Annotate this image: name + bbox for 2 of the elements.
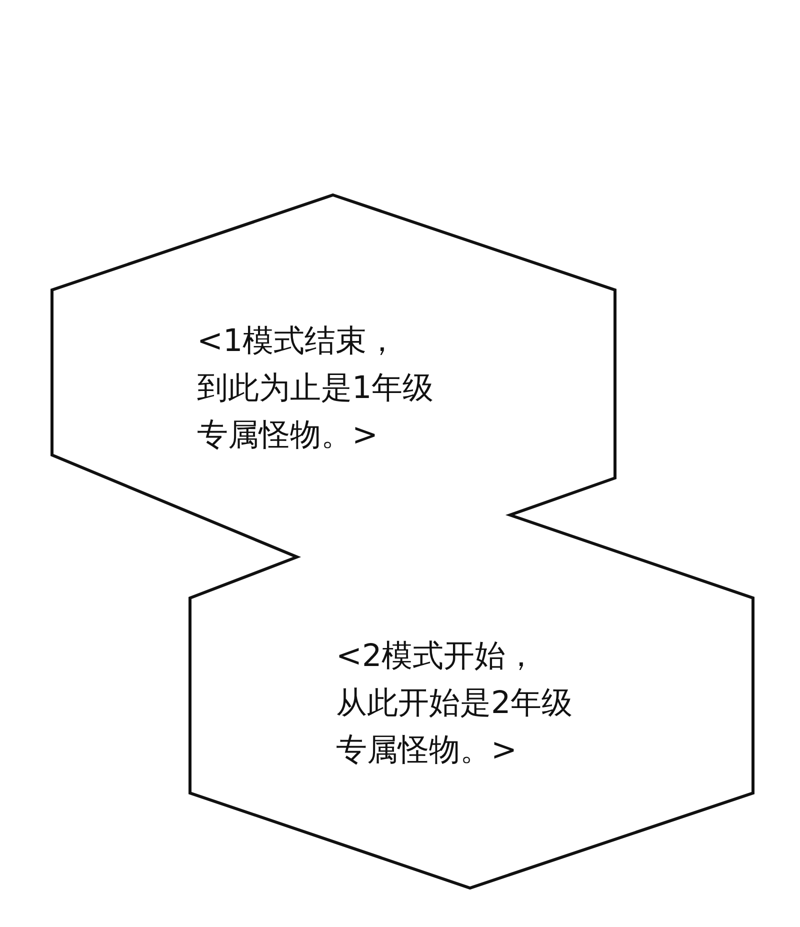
bubble-text: <1模式结束，到此为止是1年级专属怪物。> (197, 322, 434, 455)
bubble-text: <2模式开始，从此开始是2年级专属怪物。> (336, 637, 573, 770)
